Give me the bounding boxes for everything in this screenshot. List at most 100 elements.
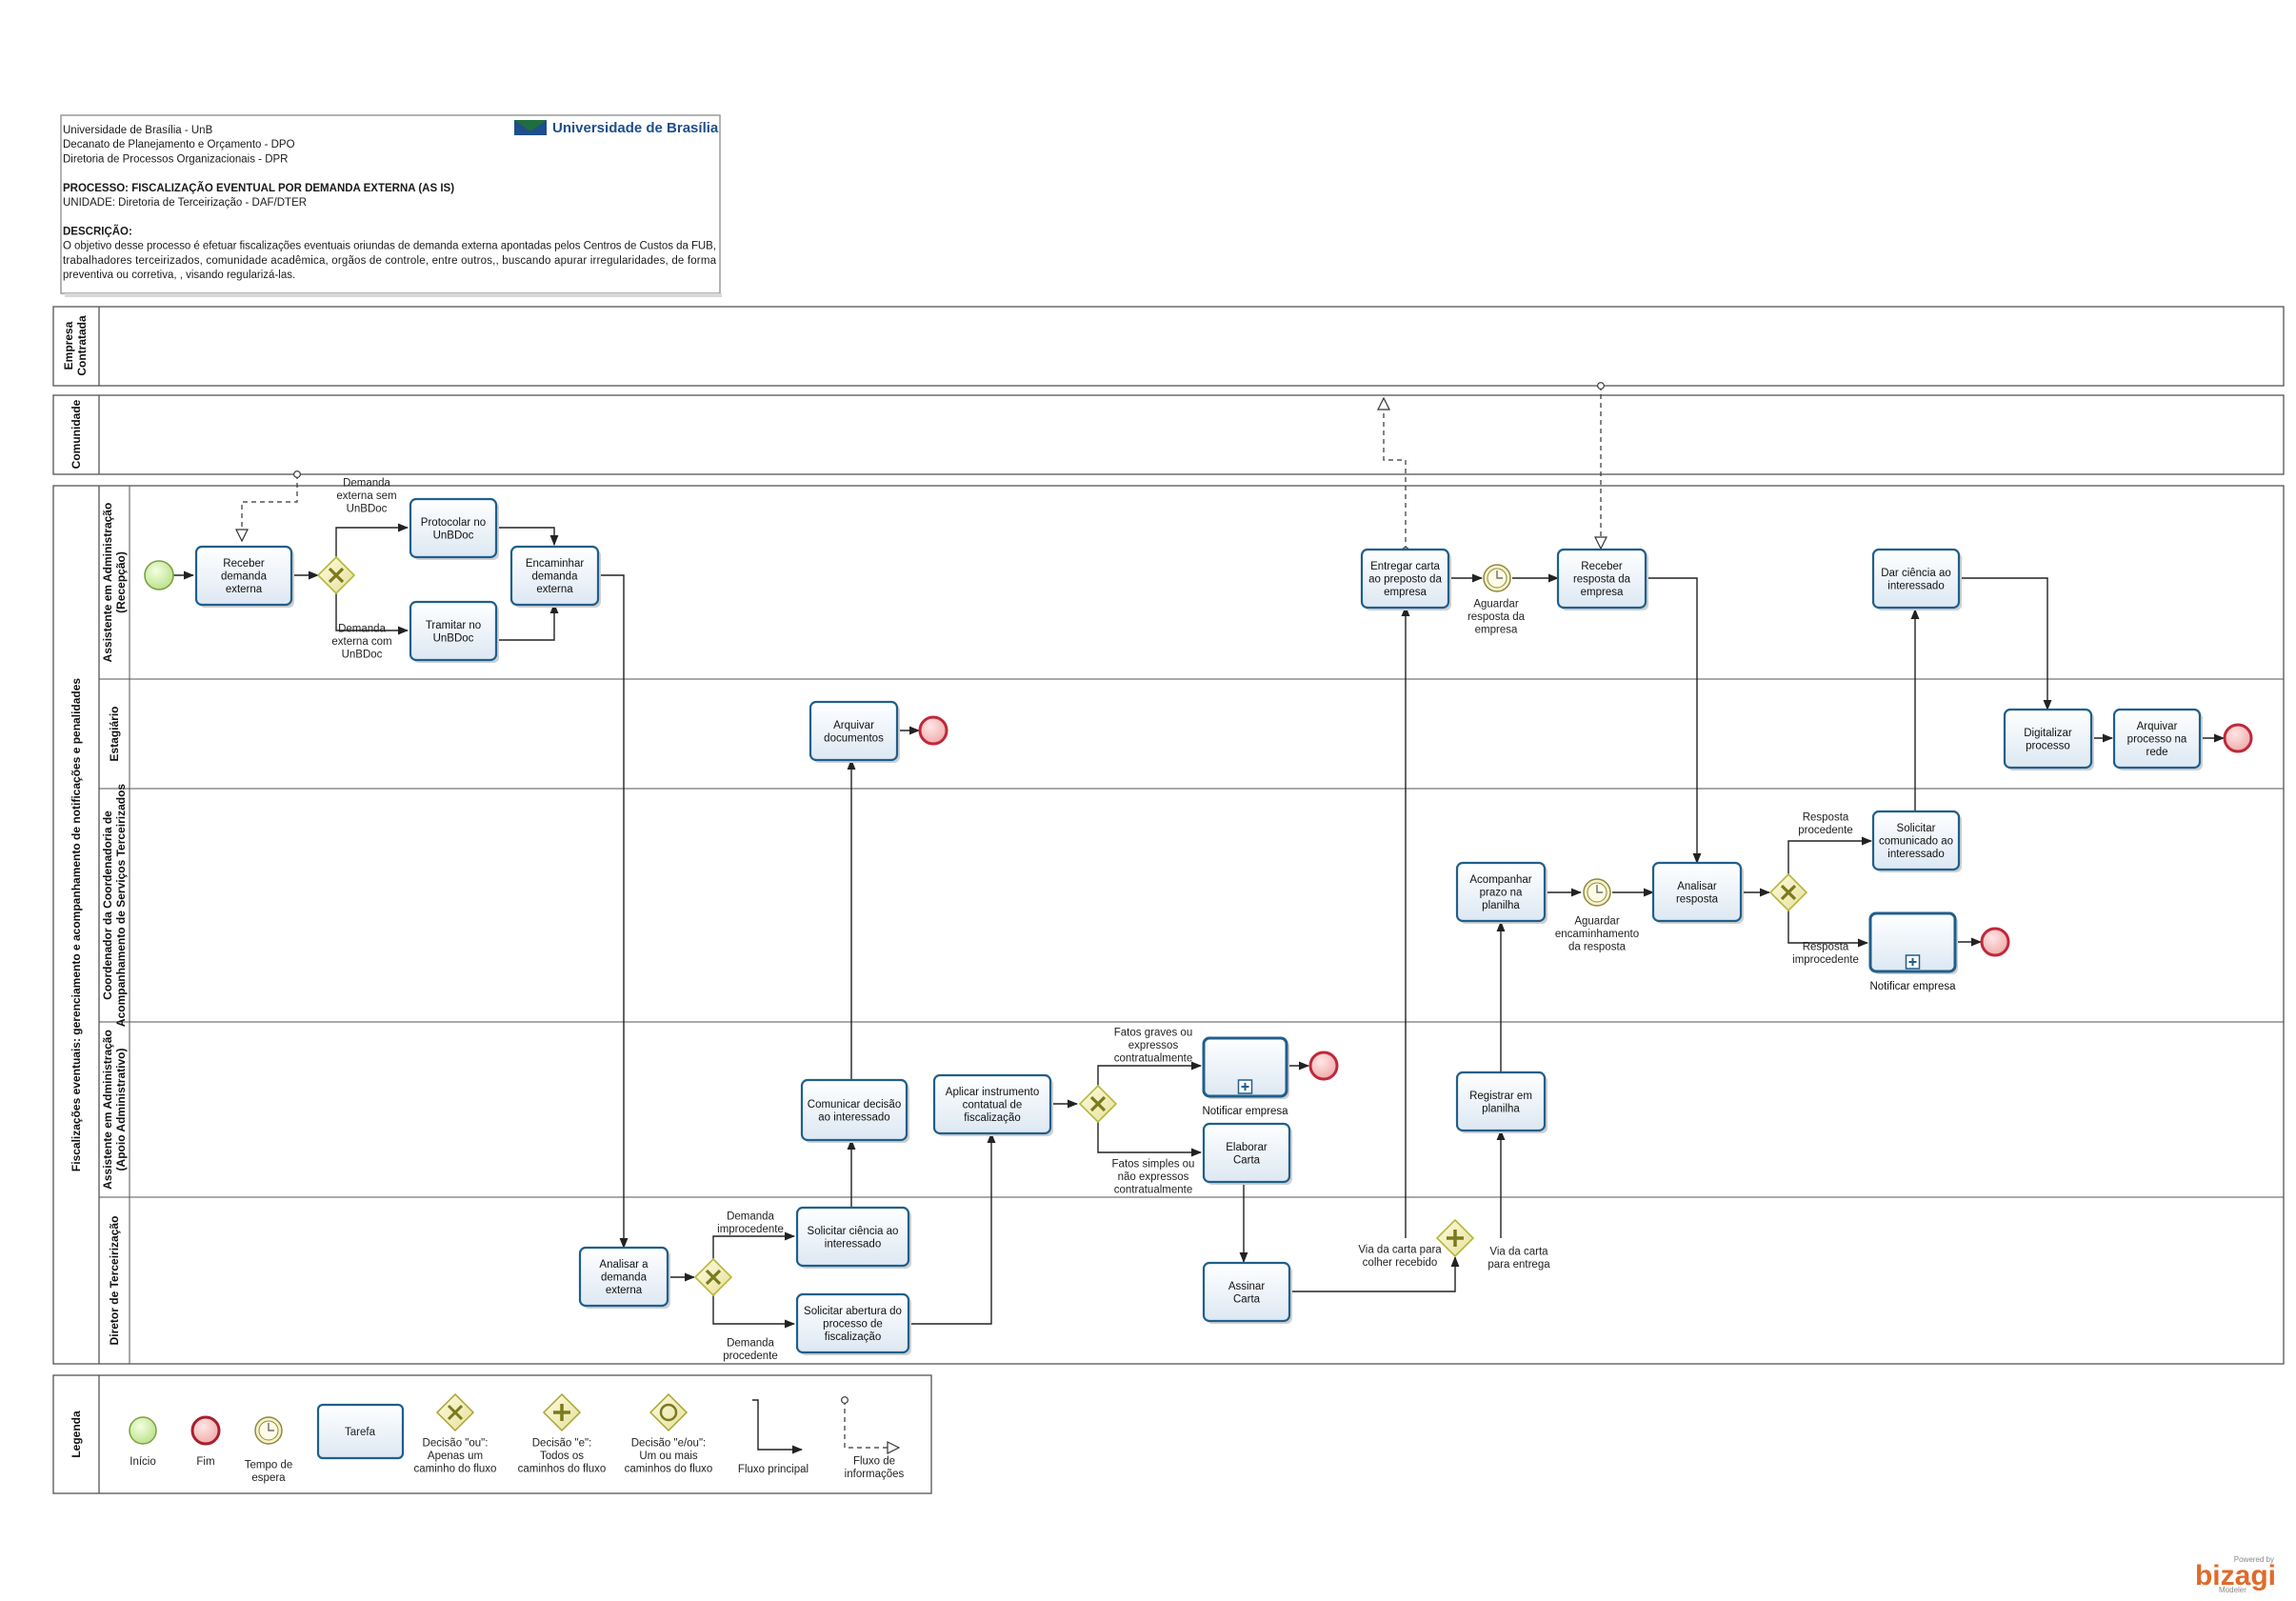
lane-labels: Assistente em Administração(Recepção)Est… bbox=[101, 503, 128, 1346]
flow-g3-t11 bbox=[1097, 1122, 1203, 1157]
pool-label-empresa: EmpresaContratada bbox=[62, 315, 89, 376]
unb-logo: Universidade de Brasília bbox=[514, 120, 719, 136]
legend-start-event bbox=[129, 1416, 157, 1445]
unb-brand-text: Universidade de Brasília bbox=[552, 120, 719, 136]
flow-t16-t17 bbox=[1646, 577, 1702, 865]
modeler-text: Modeler bbox=[2219, 1586, 2246, 1594]
lane-label-5: Diretor de Terceirização bbox=[108, 1216, 121, 1346]
gateway-g4-parallel bbox=[1435, 1218, 1475, 1258]
pool-legenda: Legenda bbox=[52, 1374, 932, 1494]
legend-label-fluxo: Fluxo principal bbox=[738, 1464, 809, 1475]
legend-gateway-xor bbox=[435, 1392, 475, 1432]
end-event-2 bbox=[1308, 1051, 1339, 1081]
legend-gateway-or bbox=[649, 1392, 689, 1432]
msg-t15-empresa bbox=[1384, 398, 1406, 550]
legend-label-tarefa: Tarefa bbox=[345, 1427, 376, 1438]
msg-comunidade-t1 bbox=[242, 474, 297, 541]
pool-label-legenda: Legenda bbox=[70, 1411, 83, 1458]
bizagi-logo: Powered by bizagi Modeler bbox=[2195, 1555, 2276, 1594]
gateway-g5-exclusive bbox=[1768, 872, 1808, 912]
subprocess-label-s2: Notificar empresa bbox=[1869, 981, 1956, 992]
flow-g5-t18 bbox=[1787, 836, 1873, 874]
legend-gateway-and bbox=[542, 1392, 582, 1432]
flow-g5-s2 bbox=[1787, 911, 1869, 948]
end-event-1 bbox=[918, 715, 948, 746]
pool-label-main: Fiscalizações eventuais: gerenciamento e… bbox=[70, 678, 83, 1172]
legend-main-flow bbox=[752, 1399, 804, 1454]
subprocess-label-s1: Notificar empresa bbox=[1202, 1106, 1288, 1117]
flow-t19-t20 bbox=[1959, 577, 2052, 711]
flow-t12-g4 bbox=[1288, 1255, 1460, 1292]
pool-empresa: EmpresaContratada bbox=[52, 306, 2285, 387]
bizagi-brand-text: bizagi bbox=[2195, 1560, 2276, 1591]
timer-event-w2 bbox=[1583, 878, 1611, 907]
flow-g1-t3 bbox=[335, 593, 409, 635]
message-flows bbox=[242, 386, 1601, 550]
flow-t7-t10 bbox=[908, 1131, 996, 1325]
pool-label-comunidade: Comunidade bbox=[70, 399, 83, 469]
flow-t4-t5 bbox=[598, 574, 629, 1250]
flow-t3-t4 bbox=[496, 602, 559, 641]
end-event-4 bbox=[1980, 927, 2010, 957]
sequence-flows bbox=[173, 523, 2226, 1329]
legend-task-shape bbox=[316, 1403, 405, 1460]
subprocess-s1[interactable] bbox=[1202, 1036, 1289, 1099]
flow-t2-t4 bbox=[496, 527, 559, 547]
flow-g1-t2 bbox=[335, 523, 409, 557]
gateway-g1-exclusive bbox=[316, 555, 356, 595]
lane-label-2: Estagiário bbox=[108, 706, 121, 761]
gateway-g3-exclusive bbox=[1078, 1084, 1118, 1124]
legend-label-inicio: Início bbox=[130, 1456, 156, 1468]
subprocess-s2[interactable] bbox=[1868, 911, 1958, 974]
